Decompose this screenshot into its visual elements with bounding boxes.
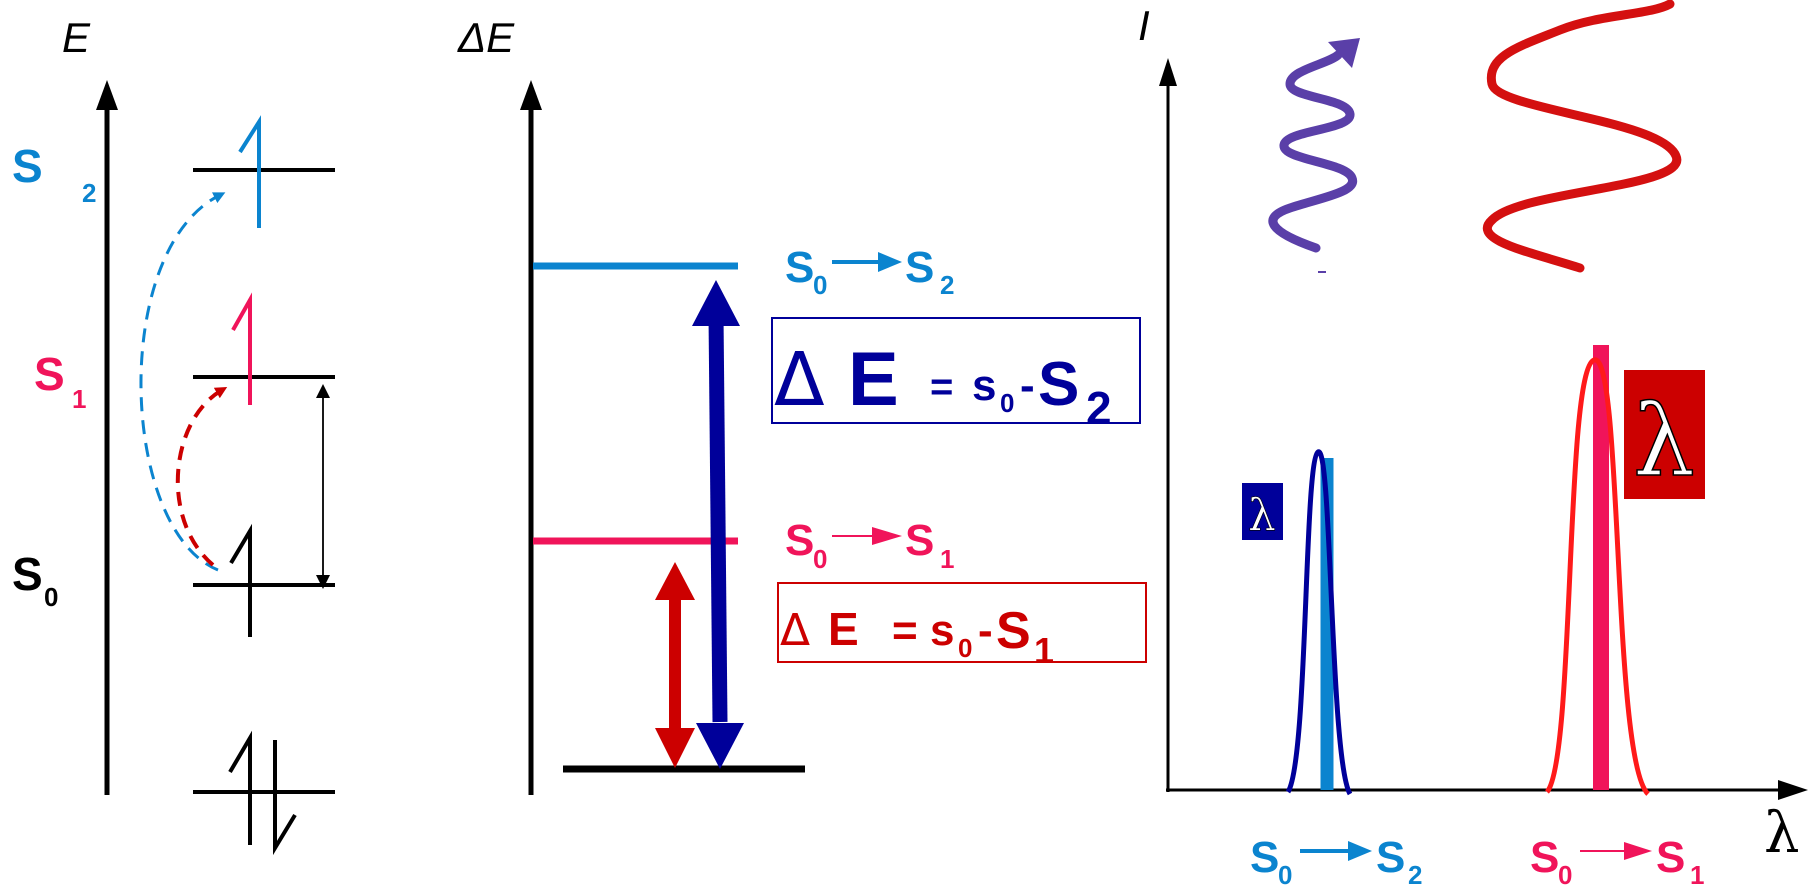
lambda-small: λ	[1248, 490, 1276, 541]
box-s2-delta: Δ	[774, 337, 825, 423]
gap-arrowhead-up	[316, 384, 330, 398]
transition-arrow-s1-head-up	[655, 562, 695, 600]
box-s2-s-sub: 2	[1086, 382, 1112, 434]
s0-label: S	[12, 548, 43, 600]
box-s1-s: S	[996, 602, 1031, 660]
trans-s2-a-sub: 0	[813, 270, 827, 300]
box-s2-s: S	[1038, 350, 1079, 419]
wavelength-axis-arrowhead	[1778, 780, 1808, 800]
intensity-axis-arrowhead	[1159, 58, 1177, 86]
electron-spin-s1	[233, 300, 250, 405]
box-s1-s0-sub: 0	[958, 633, 972, 663]
x-s2-a-sub: 0	[1278, 860, 1292, 886]
box-s1-eq: =	[892, 606, 918, 655]
x-s1-arrowhead	[1624, 842, 1652, 860]
trans-s1-a-sub: 0	[813, 544, 827, 574]
electron-spin-s2	[240, 122, 259, 228]
middle-panel: ΔE S 0 S 2 S 0 S 1	[457, 14, 1146, 795]
left-axis-arrowhead	[96, 80, 118, 110]
wavelength-axis-label: λ	[1764, 801, 1800, 866]
transition-label-s1: S 0 S 1	[785, 516, 954, 574]
x-label-s2: S 0 S 2	[1250, 833, 1422, 886]
x-s2-b: S	[1376, 833, 1405, 882]
s0-label-sub: 0	[44, 582, 58, 612]
box-s1-e: E	[828, 603, 859, 655]
short-wave-tip	[1328, 38, 1360, 68]
x-s1-a-sub: 0	[1558, 860, 1572, 886]
lambda-big: λ	[1633, 385, 1695, 499]
trans-s2-a: S	[785, 243, 814, 292]
trans-s2-b: S	[905, 243, 934, 292]
x-s1-a: S	[1530, 833, 1559, 882]
right-panel: I λ λ λ S 0 S 2 S 0	[1138, 2, 1808, 886]
box-s2-eq: =	[930, 365, 953, 409]
transition-arrow-s2-head-down	[696, 723, 744, 769]
s2-label: S	[12, 140, 43, 192]
box-s1-delta: Δ	[780, 605, 810, 656]
s1-label-sub: 1	[72, 384, 86, 414]
middle-axis-arrowhead	[520, 80, 542, 110]
delta-e-s2-box	[772, 318, 1140, 423]
box-s1-dash: -	[978, 606, 993, 655]
long-wavelength-wave	[1487, 4, 1676, 268]
box-s2-dash: -	[1020, 361, 1035, 410]
transition-arrow-s2	[716, 315, 720, 722]
trans-s2-arrowhead	[878, 252, 902, 272]
x-s1-b: S	[1656, 833, 1685, 882]
trans-s2-b-sub: 2	[940, 270, 954, 300]
trans-s1-b: S	[905, 516, 934, 565]
excitation-arrow-s2	[141, 195, 220, 570]
s1-label: S	[34, 348, 65, 400]
box-s2-s0: s	[972, 361, 996, 410]
short-wavelength-wave	[1273, 55, 1353, 248]
excitation-arrow-s1	[178, 390, 222, 565]
s2-label-sub: 2	[82, 178, 96, 208]
box-s2-s0-sub: 0	[1000, 388, 1014, 418]
delta-e-s1-formula: Δ E = s 0 - S 1	[780, 602, 1054, 671]
left-axis-label: E	[62, 14, 91, 61]
x-s2-b-sub: 2	[1408, 860, 1422, 886]
x-s2-a: S	[1250, 833, 1279, 882]
box-s1-s-sub: 1	[1034, 630, 1054, 671]
x-s1-b-sub: 1	[1690, 860, 1704, 886]
trans-s1-arrowhead	[872, 527, 902, 545]
transition-arrow-s1-head-down	[655, 728, 695, 768]
intensity-axis-label: I	[1138, 2, 1150, 49]
x-s2-arrowhead	[1348, 841, 1372, 861]
x-label-s1: S 0 S 1	[1530, 833, 1704, 886]
middle-axis-label: ΔE	[457, 14, 515, 61]
left-panel: E S 2 S 1 S 0	[12, 14, 335, 848]
transition-label-s2: S 0 S 2	[785, 243, 954, 300]
box-s2-e: E	[848, 337, 899, 422]
absorption-peak-s2	[1288, 452, 1350, 794]
delta-e-s2-formula: Δ E = s 0 - S 2	[774, 337, 1112, 434]
trans-s1-a: S	[785, 516, 814, 565]
box-s1-s0: s	[930, 606, 954, 655]
transition-arrow-s2-head-up	[692, 280, 740, 326]
trans-s1-b-sub: 1	[940, 544, 954, 574]
